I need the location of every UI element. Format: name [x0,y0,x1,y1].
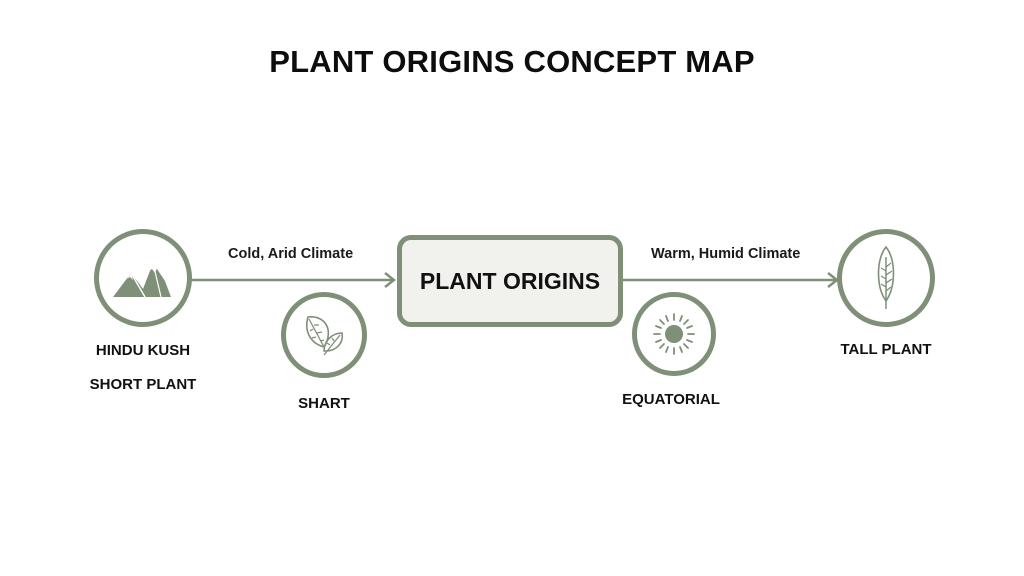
shart-label: SHART [298,395,350,412]
tall-plant-label: TALL PLANT [840,341,932,358]
equatorial-label: EQUATORIAL [622,391,720,408]
shart-node[interactable] [281,292,367,378]
page-title: PLANT ORIGINS CONCEPT MAP [269,44,755,79]
plant-origins-label: PLANT ORIGINS [419,267,601,294]
sun-icon [653,313,695,355]
mountain-icon [113,262,171,298]
plant-origins-node[interactable]: PLANT ORIGINS [397,235,623,327]
equatorial-node[interactable] [632,292,716,376]
hindu-kush-node[interactable] [94,229,192,327]
leaves-icon [306,316,344,356]
hindu-kush-label: HINDU KUSH [95,342,191,359]
tall-plant-node[interactable] [837,229,935,327]
short-plant-label: SHORT PLANT [89,376,197,393]
edge-label-cold-arid: Cold, Arid Climate [228,246,354,262]
edge-label-warm-humid: Warm, Humid Climate [651,246,801,262]
leaf-icon [877,245,895,309]
